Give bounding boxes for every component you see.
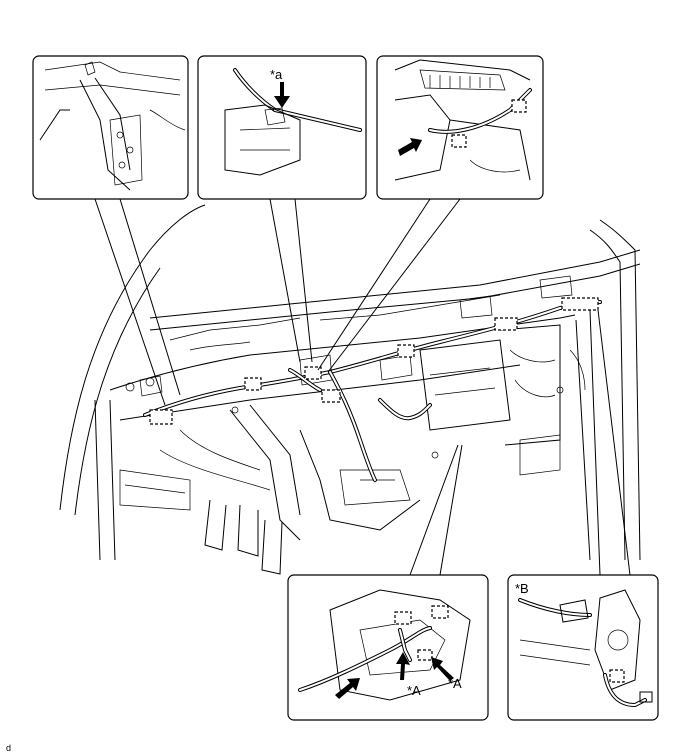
arrow-icon-1 (335, 678, 360, 699)
detail-inset-hvac-clamps (376, 55, 544, 200)
detail-inset-center-connector: *a (197, 55, 367, 200)
detail-inset-right-connector: *B (507, 574, 659, 721)
label-star-A-right: *A (448, 676, 462, 691)
down-arrow-icon (274, 82, 290, 108)
right-arrow-icon (398, 138, 422, 156)
figure-code: d (6, 743, 11, 753)
arrow-icon-3 (431, 657, 454, 681)
label-star-a: *a (270, 67, 283, 82)
instrument-panel-reinforcement-drawing (59, 204, 641, 575)
detail-inset-lower-harness: *A *A (287, 574, 489, 721)
arrow-icon-2 (396, 652, 410, 680)
label-star-A-left: *A (407, 683, 421, 698)
detail-inset-left-bracket (32, 55, 189, 200)
label-star-B: *B (515, 581, 529, 596)
